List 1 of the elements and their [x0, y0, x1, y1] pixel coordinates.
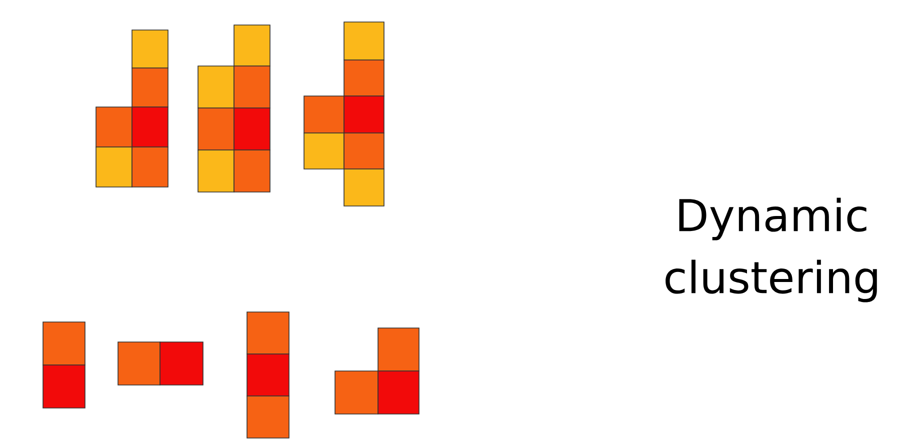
title-text: Dynamic clustering [666, 198, 877, 302]
